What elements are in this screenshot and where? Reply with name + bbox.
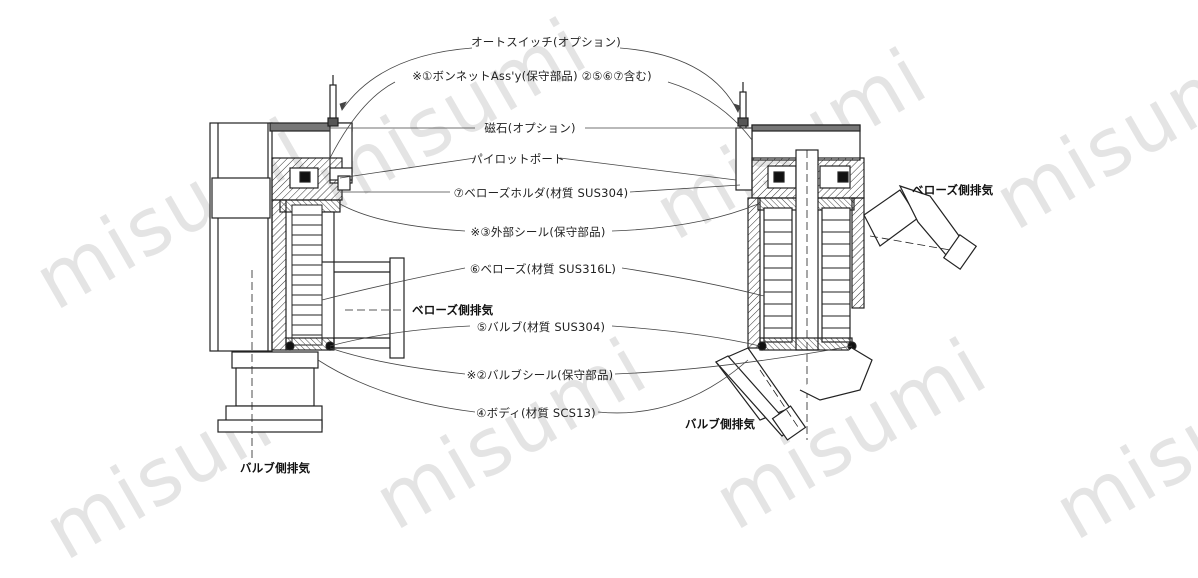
callout-auto-switch: オートスイッチ(オプション) bbox=[471, 35, 621, 49]
callout-external-seal: ※③外部シール(保守部品) bbox=[470, 225, 606, 239]
left-valve bbox=[209, 75, 405, 460]
exhaust-valve-side-right: バルブ側排気 bbox=[685, 417, 756, 431]
callout-body: ④ボディ(材質 SCS13) bbox=[476, 406, 596, 420]
callout-bonnet-assy: ※①ボンネットAss'y(保守部品) ②⑤⑥⑦含む) bbox=[412, 69, 652, 83]
callout-bellows: ⑥ベローズ(材質 SUS316L) bbox=[469, 262, 617, 276]
right-valve bbox=[715, 82, 978, 441]
callout-pilot-port: パイロットポート bbox=[471, 152, 565, 166]
exhaust-bellows-side-right: ベローズ側排気 bbox=[912, 183, 994, 197]
leader-lines bbox=[317, 47, 853, 414]
exhaust-bellows-side-left: ベローズ側排気 bbox=[412, 303, 494, 317]
exhaust-valve-side-left: バルブ側排気 bbox=[240, 461, 311, 475]
drawing-canvas bbox=[209, 47, 978, 460]
callout-valve: ⑤バルブ(材質 SUS304) bbox=[476, 320, 606, 334]
callout-magnet: 磁石(オプション) bbox=[484, 121, 576, 135]
valve-cross-section-diagram: misumi misumi misumi misumi misumi misum… bbox=[20, 1, 1198, 578]
callout-valve-seal: ※②バルブシール(保守部品) bbox=[466, 368, 614, 382]
callout-bellows-holder: ⑦ベローズホルダ(材質 SUS304) bbox=[453, 186, 629, 200]
